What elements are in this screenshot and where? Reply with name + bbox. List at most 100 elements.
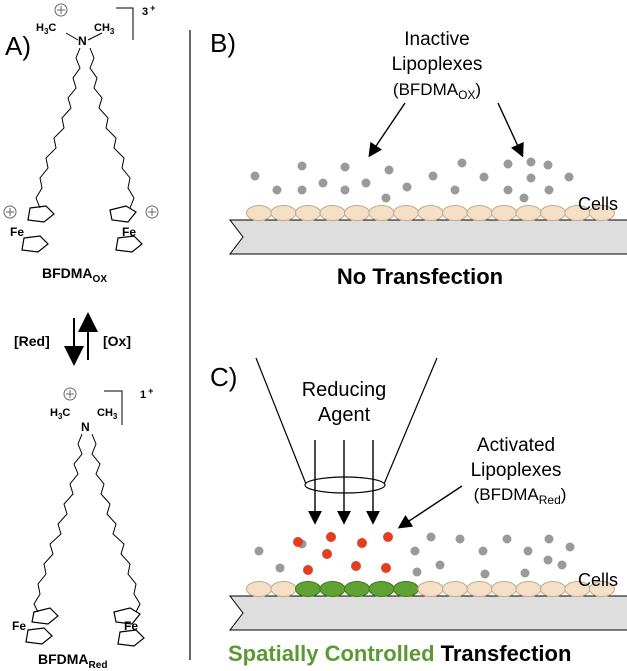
pipette-tip (304, 476, 386, 494)
transfected-cell (393, 581, 419, 597)
inactive-lipoplex-dot (544, 534, 554, 544)
result-rest: Transfection (441, 641, 572, 666)
molecule-oxidized: H3C CH3 N 3+ Fe Fe BFDMAOX (3, 3, 159, 285)
inactive-lipoplex-dot (519, 193, 529, 203)
callout-line2: Lipoplexes (471, 460, 562, 481)
inactive-lipoplex-dot (450, 185, 460, 195)
activated-lipoplex-dot (326, 532, 336, 542)
reduce-label: [Red] (14, 333, 50, 349)
agent-line1: Reducing (302, 379, 387, 401)
lipoplex-dots-mixed (254, 532, 575, 579)
cell (393, 205, 419, 221)
inactive-lipoplex-dot (275, 563, 285, 573)
inactive-lipoplex-dot (557, 560, 567, 570)
cell (319, 205, 346, 221)
inactive-lipoplex-dot (272, 185, 282, 195)
inactive-callout: Inactive Lipoplexes (BFDMAOX) (368, 29, 524, 158)
cell (540, 205, 566, 221)
inactive-lipoplex-dot (318, 178, 328, 188)
cyclopentadienyl-ring (117, 629, 145, 647)
cell (246, 581, 272, 597)
cell (270, 581, 297, 597)
callout-arrow (397, 485, 463, 529)
cell (540, 581, 566, 597)
cell (589, 581, 615, 597)
cell (515, 205, 542, 221)
inactive-lipoplex-dot (455, 534, 465, 544)
pipette: Reducing Agent (255, 357, 438, 525)
cyclopentadienyl-ring (21, 235, 49, 253)
cell (295, 205, 321, 221)
activated-lipoplex-dot (303, 565, 313, 575)
cell (442, 205, 468, 221)
inactive-lipoplex-dot (457, 158, 467, 168)
inactive-lipoplex-dot (402, 182, 412, 192)
positive-charge-icon (54, 3, 68, 17)
iron-atom: Fe (12, 619, 26, 633)
cell (515, 581, 542, 597)
iron-atom: Fe (10, 225, 24, 239)
pipette-wall-right (383, 357, 438, 485)
inactive-lipoplex-dot (428, 171, 438, 181)
inactive-lipoplex-dot (543, 160, 553, 170)
callout-line2: Lipoplexes (392, 54, 483, 75)
svg-text:1+: 1+ (140, 386, 153, 401)
inactive-lipoplex-dot (523, 546, 533, 556)
inactive-lipoplex-dot (250, 171, 260, 181)
transfected-cell (319, 581, 346, 597)
pipette-wall-left (255, 357, 307, 485)
positive-charge-icon (145, 205, 159, 219)
cyclopentadienyl-ring (25, 627, 53, 645)
inactive-lipoplex-dot (503, 159, 513, 169)
inactive-lipoplex-dot (426, 532, 436, 542)
iron-atom: Fe (124, 619, 138, 633)
inactive-lipoplex-dot (381, 193, 391, 203)
inactive-lipoplex-dot (254, 546, 264, 556)
inactive-lipoplex-dot (361, 178, 371, 188)
methyl-left-h: H (36, 22, 44, 34)
charge-value: 1 (140, 389, 146, 401)
callout-arrow (497, 102, 524, 158)
inactive-lipoplex-dot (410, 546, 420, 556)
inactive-lipoplex-dot (478, 546, 488, 556)
cell (270, 205, 297, 221)
inactive-lipoplex-dot (543, 555, 553, 565)
svg-text:CH3: CH3 (97, 407, 118, 421)
cell (466, 205, 493, 221)
methyl-right: CH (94, 22, 110, 34)
cyclopentadienyl-ring (115, 235, 143, 253)
result-highlight: Spatially Controlled (228, 641, 435, 666)
redox-equilibrium: [Red] [Ox] (14, 312, 131, 366)
svg-text:3+: 3+ (142, 3, 155, 18)
transfected-cell (295, 581, 321, 597)
callout-line3: (BFDMAOX) (393, 80, 481, 102)
positive-charge-icon (63, 387, 77, 401)
cell (344, 205, 370, 221)
positive-charge-icon (3, 205, 17, 219)
cell-layer-c (246, 581, 615, 597)
inactive-lipoplex-dot (479, 172, 489, 182)
activated-lipoplex-dot (351, 561, 361, 571)
inactive-lipoplex-dot (412, 567, 422, 577)
cell-layer-b (246, 205, 615, 221)
inactive-lipoplex-dot (340, 162, 350, 172)
activated-lipoplex-dot (383, 532, 393, 542)
cell (417, 581, 444, 597)
activated-lipoplex-dot (293, 537, 303, 547)
molecule-name: BFDMARed (38, 651, 107, 671)
activated-lipoplex-dot (322, 549, 332, 559)
cells-label-c: Cells (578, 570, 618, 590)
cyclopentadienyl-ring (31, 607, 59, 625)
charge-value: 3 (142, 6, 148, 18)
cell (442, 581, 468, 597)
callout-line1: Inactive (404, 29, 469, 50)
svg-text:H3C: H3C (36, 22, 56, 36)
inactive-lipoplex-dot (297, 161, 307, 171)
callout-line3: (BFDMARed) (474, 485, 567, 507)
lipoplex-dots-inactive (250, 157, 574, 203)
cell (417, 205, 444, 221)
substrate-c (228, 595, 627, 631)
inactive-lipoplex-dot (565, 542, 575, 552)
